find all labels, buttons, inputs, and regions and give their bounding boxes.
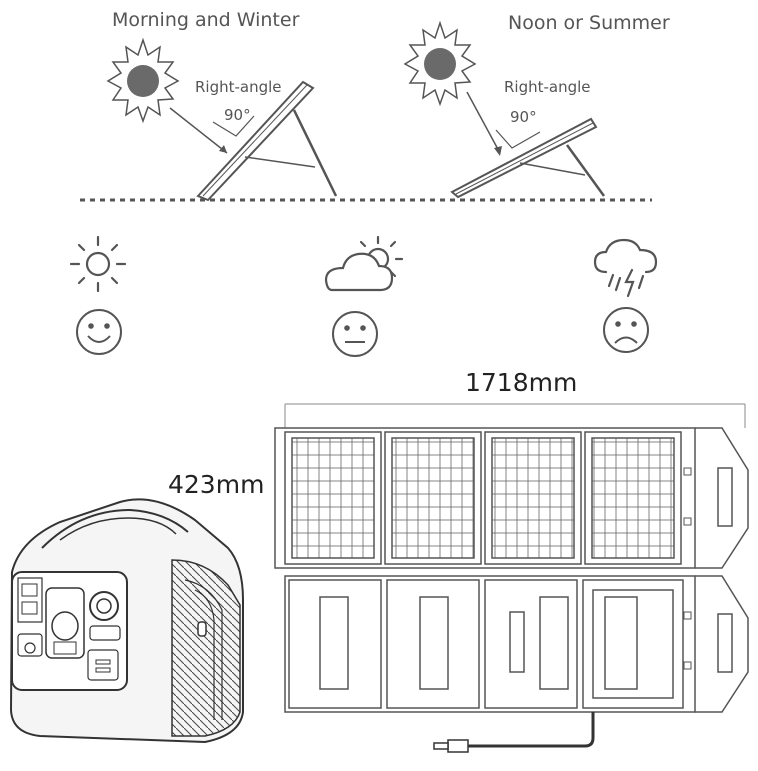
sun-icon xyxy=(69,235,127,293)
scene-title-noon: Noon or Summer xyxy=(508,12,670,34)
right-angle-mark-noon xyxy=(495,129,541,149)
sun-noon xyxy=(403,20,477,107)
sun-ray-arrow-morning xyxy=(169,107,228,154)
sun-ray-arrow-noon xyxy=(466,91,501,154)
happy-face-icon xyxy=(76,309,122,355)
neutral-face-icon xyxy=(332,311,378,357)
thunderstorm-icon xyxy=(593,238,658,298)
right-angle-mark-morning xyxy=(212,115,255,137)
solar-panel-front xyxy=(274,427,749,569)
height-dimension-label: 423mm xyxy=(168,470,265,499)
right-angle-label-morning: Right-angle xyxy=(195,78,282,96)
solar-panel-back xyxy=(284,575,749,713)
sun-morning xyxy=(106,37,180,124)
width-dimension-line xyxy=(284,403,746,428)
width-dimension-label: 1718mm xyxy=(465,368,578,397)
dc-cable xyxy=(433,712,595,753)
tilted-panel-noon xyxy=(450,117,606,199)
tilted-panel-morning xyxy=(196,80,338,202)
partly-cloudy-icon xyxy=(324,235,404,292)
right-angle-label-noon: Right-angle xyxy=(504,78,591,96)
power-station xyxy=(9,498,244,744)
angle-value-morning: 90° xyxy=(224,106,251,124)
angle-value-noon: 90° xyxy=(510,108,537,126)
scene-title-morning: Morning and Winter xyxy=(112,9,300,31)
sad-face-icon xyxy=(603,307,649,353)
